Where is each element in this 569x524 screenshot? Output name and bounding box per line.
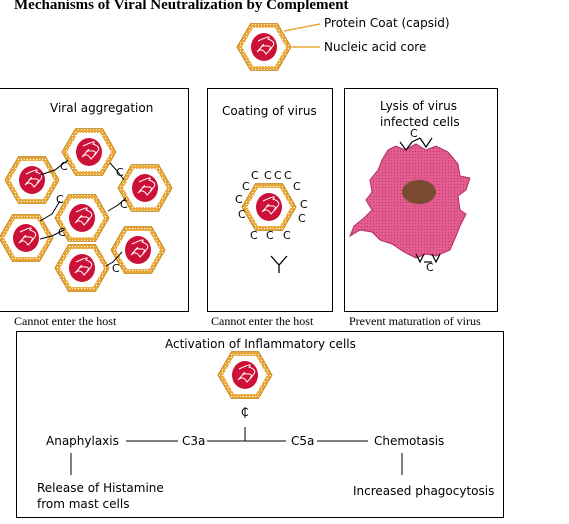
anaphylaxis-label: Anaphylaxis xyxy=(46,434,119,448)
c3a-label: C3a xyxy=(182,434,206,448)
nucleic-acid-strand xyxy=(237,364,256,383)
panel-aggregation xyxy=(0,88,189,312)
nucleic-acid-core xyxy=(125,236,151,264)
legend-virus xyxy=(236,23,292,71)
svg-text:C: C xyxy=(238,208,246,221)
svg-text:C: C xyxy=(266,229,274,242)
nucleic-acid-core xyxy=(76,138,102,166)
svg-text:C: C xyxy=(60,160,68,173)
free-antibody xyxy=(270,255,288,273)
nucleic-acid-core xyxy=(13,224,39,252)
diagram-title: Mechanisms of Viral Neutralization by Co… xyxy=(14,0,349,13)
lysis-title-line2: infected cells xyxy=(380,115,460,129)
nucleic-acid-core xyxy=(69,204,95,232)
histamine-label-line2: from mast cells xyxy=(37,497,130,511)
nucleic-acid-strand xyxy=(24,169,43,188)
nucleic-acid-strand xyxy=(256,36,275,55)
nucleic-acid-core xyxy=(19,166,45,194)
svg-text:C: C xyxy=(300,198,308,211)
aggregation-c-letters: C C C C C C xyxy=(56,160,128,275)
svg-text:C: C xyxy=(284,169,292,182)
svg-text:C: C xyxy=(235,193,243,206)
nucleic-acid-strand xyxy=(137,177,156,196)
coating-virus xyxy=(241,183,297,231)
cell-bound-antibodies xyxy=(399,137,441,264)
aggregation-virus-6 xyxy=(110,226,166,274)
svg-text:C: C xyxy=(264,169,272,182)
legend-core-label: Nucleic acid core xyxy=(324,40,427,54)
aggregation-title: Viral aggregation xyxy=(50,101,154,115)
lysis-title-line1: Lysis of virus xyxy=(380,99,457,113)
svg-text:C: C xyxy=(251,169,259,182)
nucleic-acid-core xyxy=(132,174,158,202)
histamine-label-line1: Release of Histamine xyxy=(37,481,164,495)
svg-text:C: C xyxy=(120,198,128,211)
c5a-label: C5a xyxy=(291,434,315,448)
nucleic-acid-strand xyxy=(130,239,149,258)
legend-leader-lines xyxy=(283,23,321,48)
svg-text:C: C xyxy=(58,226,66,239)
svg-text:C: C xyxy=(116,166,124,179)
nucleic-acid-core xyxy=(69,254,95,282)
aggregation-caption: Cannot enter the host xyxy=(14,314,117,328)
coating-c-letters: C C C C C C C C C C C C C xyxy=(235,169,308,242)
panel-coating xyxy=(207,88,333,312)
panel-lysis xyxy=(344,88,498,312)
legend-coat-label: Protein Coat (capsid) xyxy=(324,16,450,30)
aggregation-virus-7 xyxy=(54,244,110,292)
phagocytosis-label: Increased phagocytosis xyxy=(353,484,495,498)
aggregation-virus-1 xyxy=(4,156,60,204)
coating-title: Coating of virus xyxy=(222,104,317,118)
svg-text:C: C xyxy=(283,229,291,242)
panel-inflammation xyxy=(16,331,504,518)
svg-text:C: C xyxy=(250,229,258,242)
svg-text:C: C xyxy=(274,169,282,182)
aggregation-virus-2 xyxy=(61,128,117,176)
coating-caption: Cannot enter the host xyxy=(211,314,314,328)
aggregation-virus-3 xyxy=(117,164,173,212)
inflammation-connectors xyxy=(70,407,403,475)
aggregation-virus-5 xyxy=(0,214,54,262)
inflammation-c-letter: C xyxy=(241,406,249,419)
infected-cell-nucleus xyxy=(402,180,436,204)
nucleic-acid-strand xyxy=(261,196,280,215)
svg-text:C: C xyxy=(298,212,306,225)
nucleic-acid-core xyxy=(232,361,258,389)
svg-text:C: C xyxy=(56,193,64,206)
nucleic-acid-strand xyxy=(18,227,37,246)
inflammation-virus xyxy=(217,351,273,399)
nucleic-acid-strand xyxy=(74,257,93,276)
nucleic-acid-strand xyxy=(74,207,93,226)
lysis-c-top: C xyxy=(410,127,418,140)
nucleic-acid-strand xyxy=(81,141,100,160)
svg-text:C: C xyxy=(112,262,120,275)
nucleic-acid-core xyxy=(256,193,282,221)
lysis-caption: Prevent maturation of virus xyxy=(349,314,481,328)
coat-leader-line xyxy=(283,23,321,32)
chemotaxis-label: Chemotasis xyxy=(374,434,445,448)
aggregation-virus-4 xyxy=(54,194,110,242)
aggregation-c-links xyxy=(39,159,127,267)
nucleic-acid-core xyxy=(251,33,277,61)
svg-text:C: C xyxy=(293,180,301,193)
svg-text:C: C xyxy=(242,180,250,193)
inflammation-title: Activation of Inflammatory cells xyxy=(165,337,356,351)
lysis-c-bottom: C xyxy=(426,261,434,274)
